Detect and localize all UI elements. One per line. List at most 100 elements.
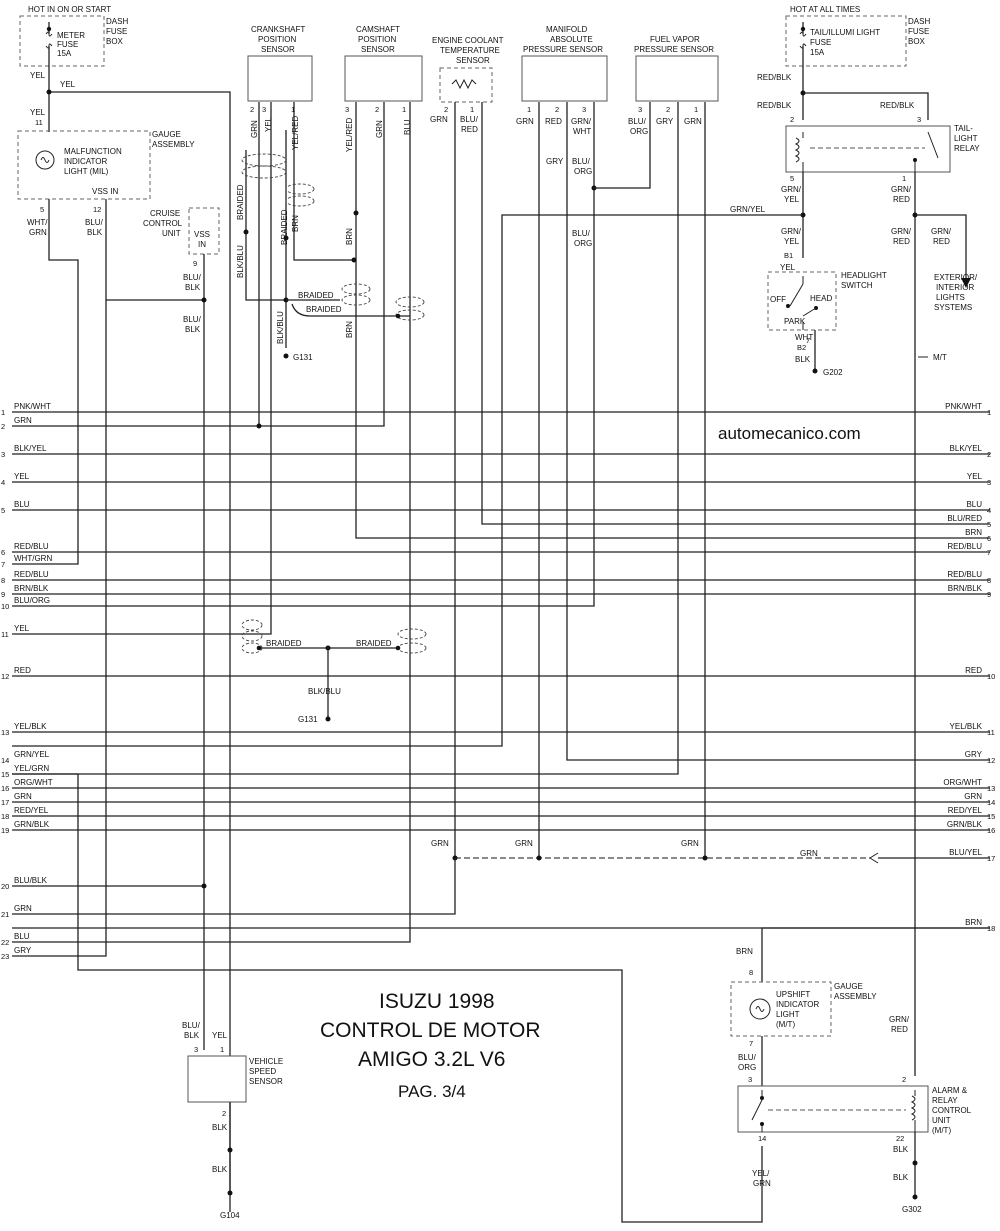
meter-fuse-1: METER bbox=[57, 31, 85, 40]
fuse-terminal bbox=[46, 26, 52, 32]
ground-icon bbox=[227, 1190, 233, 1196]
title-line-2: CONTROL DE MOTOR bbox=[320, 1019, 541, 1042]
crank-blk-blu: BLK/BLU bbox=[236, 245, 245, 278]
right-pin-color: RED bbox=[965, 666, 982, 675]
ground-icon bbox=[325, 716, 331, 722]
vss-blk-b: BLK bbox=[212, 1165, 228, 1174]
ext-1: EXTERIOR/ bbox=[934, 273, 978, 282]
tail-light-relay bbox=[785, 125, 951, 173]
right-pin-number: 14 bbox=[987, 798, 995, 807]
left-pin-number: 2 bbox=[1, 422, 5, 431]
alarm-relay-control-unit bbox=[737, 1085, 929, 1133]
pin-1: 1 bbox=[291, 105, 295, 114]
pin-11: 11 bbox=[35, 118, 43, 127]
left-pin-number: 5 bbox=[1, 506, 5, 515]
vss-blu: BLU/ bbox=[182, 1021, 201, 1030]
mt-label: M/T bbox=[933, 353, 947, 362]
upshift-org: ORG bbox=[738, 1063, 756, 1072]
upshift-4: (M/T) bbox=[776, 1020, 795, 1029]
right-pin-number: 17 bbox=[987, 854, 995, 863]
left-pin-color: YEL/BLK bbox=[14, 722, 47, 731]
braided-1: BRAIDED bbox=[236, 184, 245, 220]
braided-drains bbox=[286, 299, 410, 317]
relay-label-3: RELAY bbox=[954, 144, 980, 153]
splice bbox=[536, 855, 542, 861]
cam-blu: BLU bbox=[403, 119, 412, 135]
grn-yel-a: GRN/ bbox=[781, 185, 802, 194]
splice bbox=[351, 257, 357, 263]
crank-wires bbox=[257, 102, 354, 635]
tail-fuse-2: FUSE bbox=[810, 38, 831, 47]
pin-b2: B2 bbox=[797, 343, 806, 352]
wire-label-blk-b: BLK bbox=[185, 325, 201, 334]
wire-yel-grn bbox=[12, 773, 763, 1223]
relay-coil-icon bbox=[794, 137, 800, 163]
fuse-box-left-3: BOX bbox=[106, 37, 124, 46]
vss-label-1: VEHICLE bbox=[249, 1057, 283, 1066]
splice bbox=[256, 423, 262, 429]
pin-9: 9 bbox=[193, 259, 197, 268]
pin-14: 14 bbox=[758, 1134, 766, 1143]
fuel-vapor-sensor bbox=[635, 55, 719, 102]
left-pin-number: 12 bbox=[1, 672, 9, 681]
through-wires bbox=[12, 411, 990, 929]
left-pin-color: PNK/WHT bbox=[14, 402, 51, 411]
splice bbox=[702, 855, 708, 861]
right-pin-color: BRN bbox=[965, 918, 982, 927]
ground-g202: G202 bbox=[823, 368, 843, 377]
pin-5: 5 bbox=[790, 174, 794, 183]
ect-label-1: ENGINE COOLANT bbox=[432, 36, 504, 45]
left-pin-color: BLU/ORG bbox=[14, 596, 50, 605]
mil-label-3: LIGHT (MIL) bbox=[64, 167, 109, 176]
relay-contact bbox=[760, 1122, 764, 1126]
splice bbox=[353, 210, 359, 216]
red-blk-1: RED/BLK bbox=[757, 73, 792, 82]
alarm-5: (M/T) bbox=[932, 1126, 951, 1135]
wire-grn-21 bbox=[12, 858, 456, 915]
grn-c: GRN bbox=[681, 839, 699, 848]
vss-blk-a: BLK bbox=[212, 1123, 228, 1132]
map-sensor bbox=[521, 55, 608, 102]
relay-switch-icon bbox=[802, 131, 939, 172]
pin-1: 1 bbox=[527, 105, 531, 114]
vss-yel: YEL bbox=[212, 1031, 228, 1040]
right-pin-color: GRN/BLK bbox=[947, 820, 983, 829]
braided-5: BRAIDED bbox=[266, 639, 302, 648]
pin-2: 2 bbox=[790, 115, 794, 124]
shield-icon bbox=[241, 619, 263, 631]
fvp-blu: BLU/ bbox=[628, 117, 647, 126]
splice bbox=[227, 1147, 233, 1153]
relay-coil-icon bbox=[910, 1090, 916, 1132]
pin-3: 3 bbox=[194, 1045, 198, 1054]
upshift-2: INDICATOR bbox=[776, 1000, 819, 1009]
right-pin-number: 13 bbox=[987, 784, 995, 793]
ground-g104: G104 bbox=[220, 1211, 240, 1220]
left-pin-color: BLU bbox=[14, 932, 30, 941]
map-blu-org-2: BLU/ bbox=[572, 229, 591, 238]
wire-yel-11 bbox=[12, 633, 398, 649]
right-pin-number: 11 bbox=[987, 728, 995, 737]
ect-blu: BLU/ bbox=[460, 115, 479, 124]
cam-brn-b: BRN bbox=[345, 321, 354, 338]
fuse-icon bbox=[45, 31, 53, 49]
right-pin-color: PNK/WHT bbox=[945, 402, 982, 411]
gauge-assembly-box bbox=[17, 130, 151, 200]
left-pin-number: 14 bbox=[1, 756, 9, 765]
pin-2: 2 bbox=[375, 105, 379, 114]
crankshaft-sensor bbox=[247, 55, 313, 102]
right-pin-color: BLU bbox=[966, 500, 982, 509]
splice bbox=[46, 89, 52, 95]
gauge2-label-1: GAUGE bbox=[834, 982, 863, 991]
fuse-terminal bbox=[800, 26, 806, 32]
left-pin-color: BRN/BLK bbox=[14, 584, 49, 593]
cam-label-2: POSITION bbox=[358, 35, 396, 44]
pin-7: 7 bbox=[749, 1039, 753, 1048]
grn-red-f: RED bbox=[933, 237, 950, 246]
right-pin-number: 10 bbox=[987, 672, 995, 681]
pin-3: 3 bbox=[582, 105, 586, 114]
vehicle-speed-sensor bbox=[187, 1055, 247, 1103]
splice bbox=[243, 229, 249, 235]
lamp-filament-icon bbox=[755, 1006, 765, 1012]
left-pin-color: GRN bbox=[14, 904, 32, 913]
